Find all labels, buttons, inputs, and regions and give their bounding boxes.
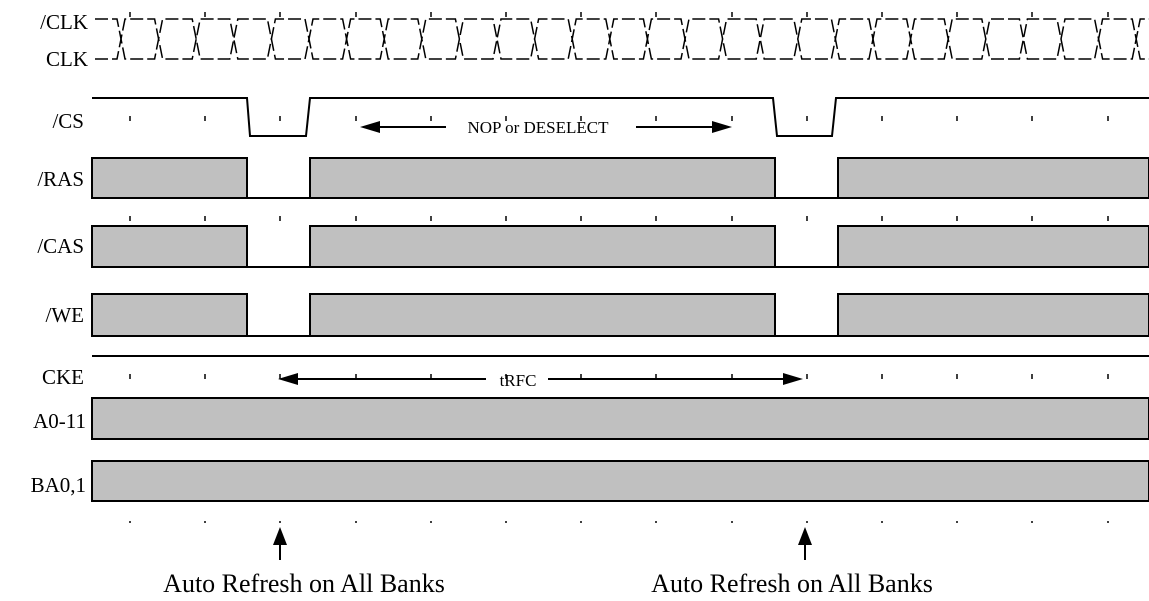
auto-refresh-caption-left: Auto Refresh on All Banks	[163, 569, 445, 598]
signal-label-cas: /CAS	[37, 234, 84, 258]
clock-waveforms	[95, 18, 1149, 60]
dont-care-block	[309, 225, 776, 268]
trfc-arrow-left-head	[278, 373, 298, 385]
signal-label-cke: CKE	[42, 365, 84, 389]
bank-waveform	[91, 460, 1149, 502]
auto-refresh-caption-right: Auto Refresh on All Banks	[651, 569, 933, 598]
up-arrow-icon	[273, 527, 287, 545]
nop-deselect-label: NOP or DESELECT	[467, 118, 609, 137]
we-waveform	[91, 293, 1149, 337]
ras-waveform	[91, 157, 1149, 199]
cs-waveform	[92, 97, 1149, 137]
signal-label-ras: /RAS	[37, 167, 84, 191]
dont-care-block	[309, 293, 776, 337]
nop-deselect-annotation: NOP or DESELECT	[360, 118, 732, 137]
dont-care-block	[309, 157, 776, 199]
dont-care-block	[837, 293, 1149, 337]
signal-label-clk: CLK	[46, 47, 88, 71]
addr-waveform	[91, 397, 1149, 440]
nop-arrow-left-head	[360, 121, 380, 133]
nop-arrow-right-head	[712, 121, 732, 133]
dont-care-block	[837, 157, 1149, 199]
clk-waveform	[95, 18, 1149, 60]
dont-care-block	[91, 157, 248, 199]
signal-label-cs: /CS	[52, 109, 84, 133]
up-arrow-icon	[798, 527, 812, 545]
signal-label-clk-bar: /CLK	[40, 10, 88, 34]
trfc-annotation: tRFC	[278, 371, 803, 390]
trfc-label: tRFC	[500, 371, 537, 390]
signal-label-bank: BA0,1	[31, 473, 86, 497]
trfc-arrow-right-head	[783, 373, 803, 385]
clock-tick-markers	[129, 12, 1109, 523]
dont-care-block	[91, 225, 248, 268]
auto-refresh-marker-right	[798, 527, 812, 560]
signal-label-addr: A0-11	[33, 409, 86, 433]
dont-care-block	[91, 293, 248, 337]
signal-label-we: /WE	[46, 303, 84, 327]
dont-care-block	[837, 225, 1149, 268]
clk-bar-waveform	[95, 18, 1149, 60]
signal-waveforms	[91, 97, 1149, 502]
cas-waveform	[91, 225, 1149, 268]
auto-refresh-marker-left	[273, 527, 287, 560]
